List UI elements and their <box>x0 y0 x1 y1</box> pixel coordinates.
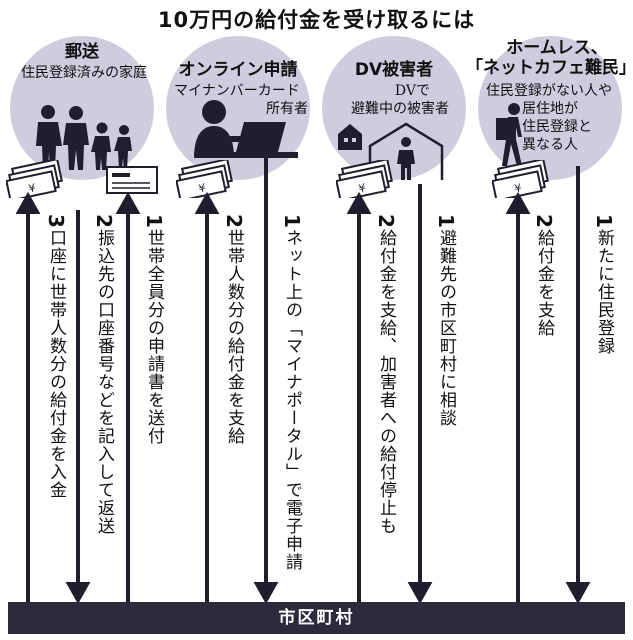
money-icon: ¥ <box>6 160 63 198</box>
group-sub-homeless: 住民登録がない人や 居住地が 住民登録と 異なる人 <box>486 83 612 153</box>
hiker-icon <box>496 103 522 166</box>
person-laptop-icon <box>194 100 298 158</box>
money-icon: ¥ <box>492 160 549 198</box>
svg-text:¥: ¥ <box>357 181 367 195</box>
step-mail-3: 3口座に世帯人数分の給付金を入金 <box>44 214 68 499</box>
step-dv-2: 2給付金を支給、加害者への給付停止も <box>374 214 398 535</box>
svg-text:¥: ¥ <box>197 181 207 195</box>
step-dv-1: 1避難先の市区町村に相談 <box>434 214 458 427</box>
step-mail-1: 1世帯全員分の申請書を送付 <box>142 214 166 445</box>
step-online-2: 2世帯人数分の給付金を支給 <box>222 214 246 445</box>
family-icon <box>36 105 132 170</box>
step-homeless-2: 2給付金を支給 <box>532 214 556 337</box>
svg-text:¥: ¥ <box>27 181 37 195</box>
page-title: 10万円の給付金を受け取るには <box>157 8 476 32</box>
group-sub-online: マイナンバーカード 所有者 <box>174 83 308 117</box>
svg-text:¥: ¥ <box>513 181 523 195</box>
form-icon <box>106 166 158 194</box>
money-icon: ¥ <box>336 160 393 198</box>
money-icon: ¥ <box>176 160 233 198</box>
step-mail-2: 2振込先の口座番号などを記入して返送 <box>92 214 116 535</box>
group-heading-mail: 郵送 <box>65 42 99 62</box>
group-heading-online: オンライン申請 <box>178 60 298 80</box>
municipality-bar: 市区町村 <box>8 602 625 634</box>
step-homeless-1: 1新たに住民登録 <box>592 214 616 355</box>
step-online-1: 1ネット上の「マイナポータル」で電子申請 <box>280 214 304 571</box>
group-heading-homeless: ホームレス、 「ネットカフェ難民」 <box>466 38 633 78</box>
group-heading-dv: DV被害者 <box>354 60 434 80</box>
group-circle-homeless <box>478 36 622 180</box>
group-sub-mail: 住民登録済みの家庭 <box>21 65 147 81</box>
group-sub-dv: DVで 避難中の被害者 <box>351 83 449 117</box>
shelter-house-icon <box>338 122 444 180</box>
